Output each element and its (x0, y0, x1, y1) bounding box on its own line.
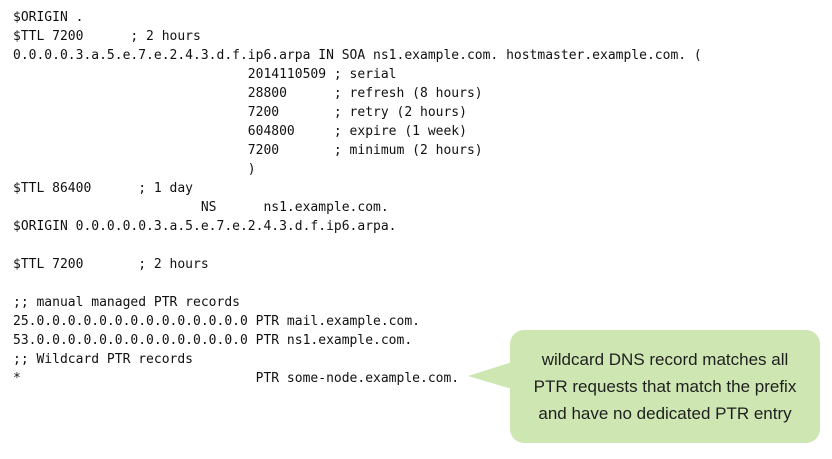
zone-line: 7200 ; retry (2 hours) (13, 105, 467, 120)
callout-text: and have no dedicated PTR entry (538, 404, 792, 423)
zone-line: 25.0.0.0.0.0.0.0.0.0.0.0.0.0.0 PTR mail.… (13, 314, 420, 329)
callout-text: PTR requests that match the prefix (533, 377, 797, 396)
zone-line (13, 236, 702, 255)
zone-line: 2014110509 ; serial (13, 67, 397, 82)
zone-line: * PTR some-node.example.com. (13, 371, 460, 386)
zone-line: NS ns1.example.com. (13, 200, 389, 215)
zone-line: ;; Wildcard PTR records (13, 352, 194, 367)
zone-line: $TTL 86400 ; 1 day (13, 181, 194, 196)
zone-line: ;; manual managed PTR records (13, 295, 240, 310)
zone-line: ) (13, 162, 256, 177)
callout-pointer-icon (468, 362, 512, 389)
zone-line (13, 274, 702, 293)
callout-bubble: wildcard DNS record matches all PTR requ… (510, 330, 820, 443)
zone-line: $ORIGIN . (13, 10, 84, 25)
zone-line: 28800 ; refresh (8 hours) (13, 86, 483, 101)
callout-text: wildcard DNS record matches all (541, 350, 789, 369)
zone-line: $TTL 7200 ; 2 hours (13, 257, 209, 272)
zone-file-text: $ORIGIN . $TTL 7200 ; 2 hours 0.0.0.0.3.… (13, 8, 702, 388)
zone-line: $TTL 7200 ; 2 hours (13, 29, 201, 44)
zone-line: 53.0.0.0.0.0.0.0.0.0.0.0.0.0.0 PTR ns1.e… (13, 333, 413, 348)
zone-line: 7200 ; minimum (2 hours) (13, 143, 483, 158)
zone-line: $ORIGIN 0.0.0.0.0.3.a.5.e.7.e.2.4.3.d.f.… (13, 219, 397, 234)
zone-line: 0.0.0.0.3.a.5.e.7.e.2.4.3.d.f.ip6.arpa I… (13, 48, 702, 63)
zone-line: 604800 ; expire (1 week) (13, 124, 467, 139)
